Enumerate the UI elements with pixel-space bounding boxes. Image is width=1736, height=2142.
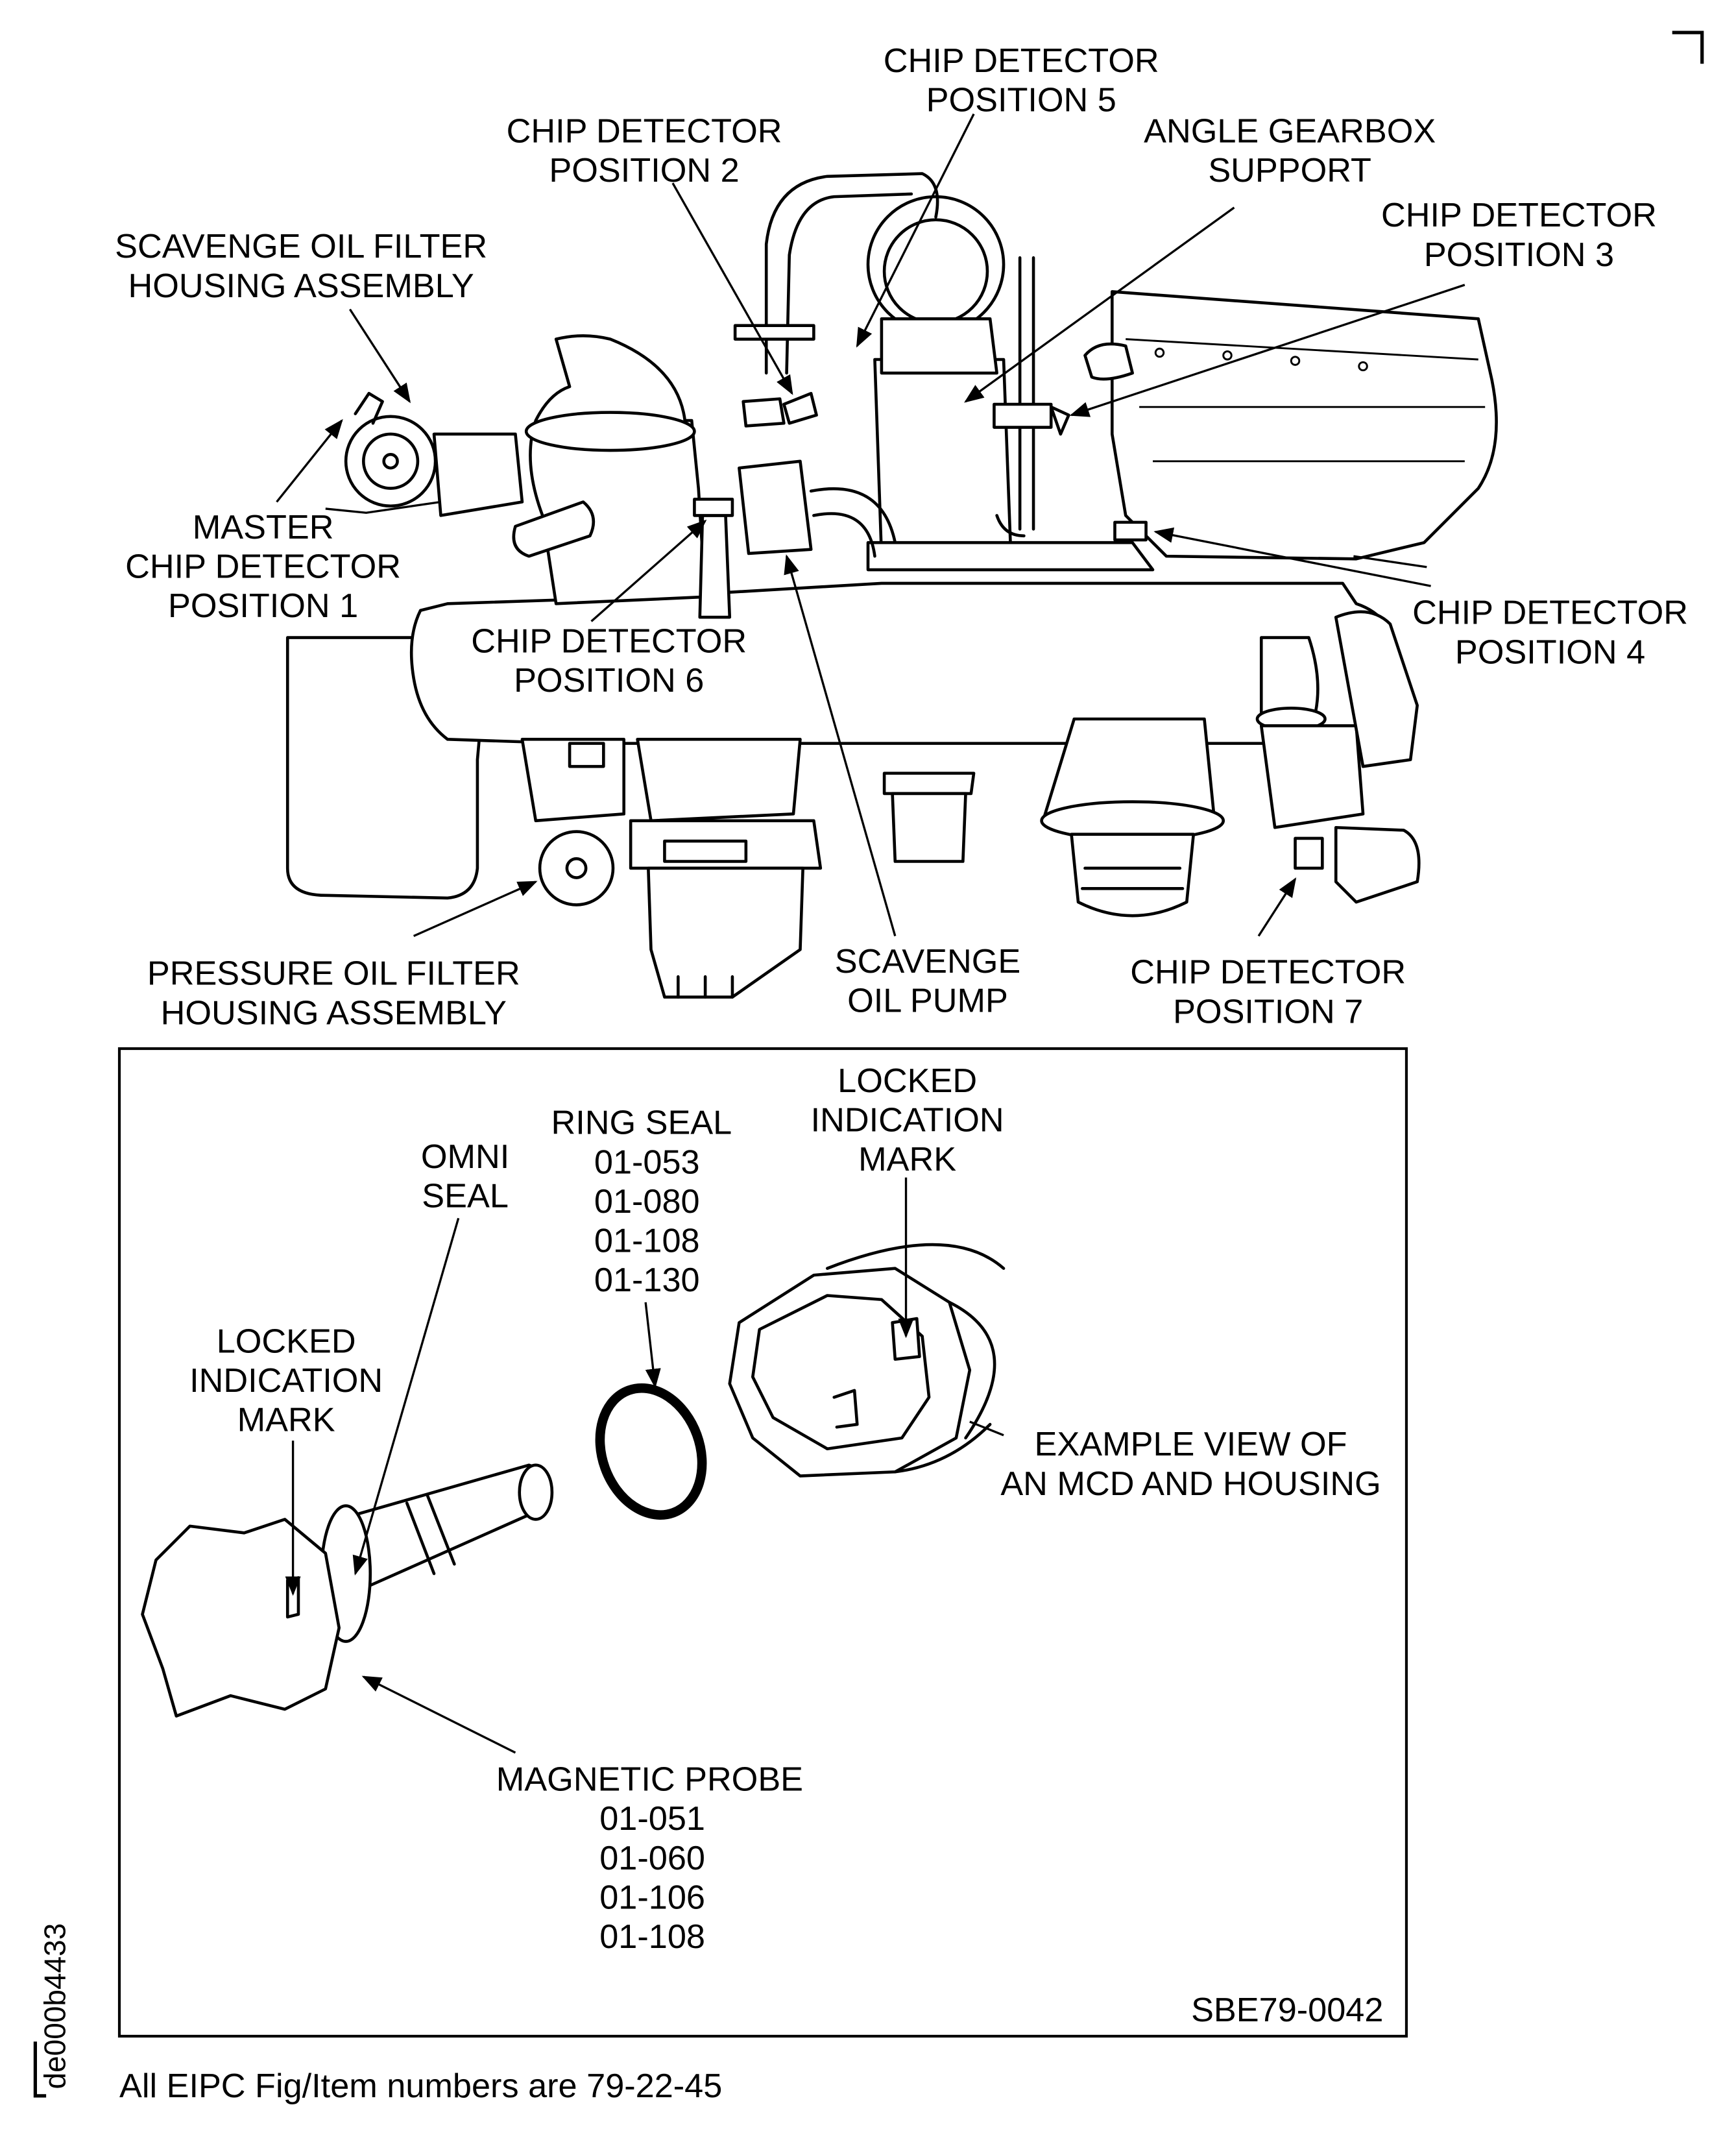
svg-text:OIL PUMP: OIL PUMP (847, 982, 1008, 1020)
svg-text:POSITION 4: POSITION 4 (1455, 633, 1645, 671)
crop-mark (1672, 30, 1704, 64)
label-ring-seal: RING SEAL 01-053 01-080 01-108 01-130 (551, 1104, 732, 1300)
svg-text:INDICATION: INDICATION (189, 1362, 383, 1400)
svg-text:01-053: 01-053 (594, 1143, 700, 1181)
svg-text:CHIP DETECTOR: CHIP DETECTOR (125, 548, 401, 586)
label-magnetic-probe: MAGNETIC PROBE 01-051 01-060 01-106 01-1… (496, 1761, 803, 1956)
svg-text:POSITION 2: POSITION 2 (549, 152, 739, 189)
svg-text:SCAVENGE OIL FILTER: SCAVENGE OIL FILTER (115, 228, 487, 265)
svg-text:SEAL: SEAL (422, 1178, 509, 1215)
svg-text:RING SEAL: RING SEAL (551, 1104, 732, 1142)
svg-text:MAGNETIC PROBE: MAGNETIC PROBE (496, 1761, 803, 1799)
svg-text:POSITION 6: POSITION 6 (514, 662, 704, 700)
engine-gearbox-illustration (285, 172, 1498, 999)
figure-id: SBE79-0042 (1191, 1991, 1383, 2029)
detail-leader-lines (285, 1177, 1004, 1754)
svg-text:01-060: 01-060 (599, 1840, 705, 1877)
svg-text:INDICATION: INDICATION (811, 1102, 1004, 1139)
svg-text:CHIP DETECTOR: CHIP DETECTOR (1381, 197, 1657, 234)
leader-lines (276, 113, 1465, 938)
label-chip-detector-7: CHIP DETECTOR POSITION 7 (1130, 954, 1406, 1031)
detail-view-frame (117, 1047, 1408, 2038)
mcd-detail-illustration (141, 1243, 1006, 1718)
svg-text:HOUSING ASSEMBLY: HOUSING ASSEMBLY (161, 994, 507, 1032)
svg-text:MASTER: MASTER (193, 509, 334, 546)
label-chip-detector-2: CHIP DETECTOR POSITION 2 (507, 113, 782, 190)
svg-text:LOCKED: LOCKED (217, 1322, 356, 1360)
footer-note: All EIPC Fig/Item numbers are 79-22-45 (119, 2067, 722, 2105)
svg-text:01-080: 01-080 (594, 1183, 700, 1221)
side-bracket-mark (33, 2041, 47, 2098)
label-chip-detector-3: CHIP DETECTOR POSITION 3 (1381, 197, 1657, 274)
svg-text:SCAVENGE: SCAVENGE (835, 943, 1020, 980)
svg-text:CHIP DETECTOR: CHIP DETECTOR (507, 113, 782, 151)
label-scavenge-oil-filter: SCAVENGE OIL FILTER HOUSING ASSEMBLY (115, 228, 487, 305)
svg-text:CHIP DETECTOR: CHIP DETECTOR (1412, 594, 1688, 632)
label-chip-detector-6: CHIP DETECTOR POSITION 6 (471, 623, 747, 700)
label-scavenge-oil-pump: SCAVENGE OIL PUMP (835, 943, 1020, 1020)
svg-text:01-130: 01-130 (594, 1261, 700, 1299)
svg-text:CHIP DETECTOR: CHIP DETECTOR (471, 623, 747, 661)
svg-text:POSITION 7: POSITION 7 (1173, 993, 1363, 1030)
svg-text:HOUSING ASSEMBLY: HOUSING ASSEMBLY (128, 267, 474, 305)
svg-text:PRESSURE OIL FILTER: PRESSURE OIL FILTER (147, 955, 520, 993)
label-chip-detector-5: CHIP DETECTOR POSITION 5 (884, 42, 1159, 119)
svg-text:SUPPORT: SUPPORT (1208, 152, 1371, 189)
svg-text:POSITION 5: POSITION 5 (926, 81, 1116, 119)
svg-text:MARK: MARK (237, 1402, 335, 1439)
svg-text:CHIP DETECTOR: CHIP DETECTOR (1130, 954, 1406, 992)
label-example-view: EXAMPLE VIEW OF AN MCD AND HOUSING (1000, 1426, 1380, 1503)
svg-text:AN MCD AND HOUSING: AN MCD AND HOUSING (1000, 1465, 1380, 1503)
svg-text:POSITION 3: POSITION 3 (1424, 236, 1614, 274)
label-master-chip-detector-1: MASTER CHIP DETECTOR POSITION 1 (125, 509, 401, 625)
svg-text:OMNI: OMNI (421, 1138, 509, 1176)
label-chip-detector-4: CHIP DETECTOR POSITION 4 (1412, 594, 1688, 672)
side-code: de000b4433 (38, 1923, 71, 2089)
svg-text:01-108: 01-108 (599, 1918, 705, 1956)
label-locked-indication-mark-probe: LOCKED INDICATION MARK (189, 1322, 383, 1439)
svg-text:MARK: MARK (858, 1141, 956, 1178)
svg-text:CHIP DETECTOR: CHIP DETECTOR (884, 42, 1159, 80)
svg-text:ANGLE GEARBOX: ANGLE GEARBOX (1144, 113, 1436, 151)
label-angle-gearbox-support: ANGLE GEARBOX SUPPORT (1144, 113, 1436, 190)
label-omni-seal: OMNI SEAL (421, 1138, 509, 1215)
svg-text:EXAMPLE VIEW OF: EXAMPLE VIEW OF (1035, 1426, 1347, 1463)
svg-text:LOCKED: LOCKED (838, 1062, 977, 1100)
label-locked-indication-mark-housing: LOCKED INDICATION MARK (811, 1062, 1004, 1178)
svg-text:POSITION 1: POSITION 1 (168, 587, 358, 625)
svg-text:01-106: 01-106 (599, 1879, 705, 1916)
svg-text:01-051: 01-051 (599, 1800, 705, 1838)
svg-text:01-108: 01-108 (594, 1223, 700, 1260)
label-pressure-oil-filter: PRESSURE OIL FILTER HOUSING ASSEMBLY (147, 955, 520, 1032)
